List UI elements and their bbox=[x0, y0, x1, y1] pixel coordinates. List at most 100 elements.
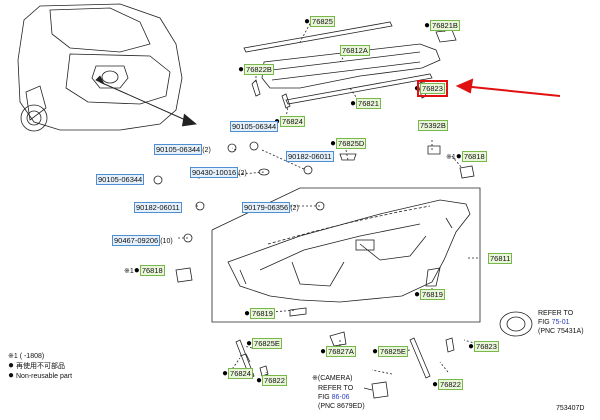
part-label-76818-left[interactable]: ※1●76818 bbox=[124, 264, 165, 277]
part-label-76819-right[interactable]: ●76819 bbox=[414, 288, 445, 300]
quantity: (2) bbox=[238, 170, 247, 177]
quantity: (2) bbox=[290, 205, 299, 212]
diagram-id: 753407D bbox=[556, 405, 585, 412]
bullet-icon: ● bbox=[330, 138, 337, 149]
fastener-number: 90182-06011 bbox=[286, 151, 334, 162]
bullet-icon: ● bbox=[246, 338, 253, 349]
fastener-label-b8[interactable]: 90467-09206(10) bbox=[112, 234, 173, 247]
fastener-number: 90179-06356 bbox=[242, 202, 291, 213]
bullet-icon: ● bbox=[424, 20, 431, 31]
highlight-arrow bbox=[455, 78, 561, 97]
fastener-number: 90105-06344 bbox=[230, 121, 279, 132]
part-number: 76822B bbox=[244, 64, 274, 75]
bullet-icon: ● bbox=[432, 379, 439, 390]
part-number: 75392B bbox=[418, 120, 448, 131]
part-number: 76822 bbox=[262, 375, 287, 386]
bullet-icon: ● bbox=[372, 346, 379, 357]
part-label-76818-right[interactable]: ※1●76818 bbox=[446, 150, 487, 163]
legend-text: 再使用不可部品 bbox=[16, 363, 65, 370]
part-number: 76824 bbox=[228, 368, 253, 379]
refer-note-fig-75: REFER TO FIG 75-01 (PNC 75431A) bbox=[538, 309, 584, 336]
part-label-76822-right[interactable]: ●76822 bbox=[432, 378, 463, 390]
part-label-76825e-right[interactable]: ●76825E bbox=[372, 345, 408, 357]
part-number: 76818 bbox=[461, 151, 487, 162]
refer-to-text: REFER TO bbox=[318, 385, 354, 392]
part-label-76823-highlighted[interactable]: ●76823 bbox=[414, 80, 448, 97]
back-door-garnish-panel bbox=[227, 199, 471, 303]
bullet-icon: ● bbox=[244, 308, 251, 319]
pnc-text: (PNC 8679ED) bbox=[318, 403, 365, 410]
part-number: 76827A bbox=[326, 346, 356, 357]
part-label-76824-top[interactable]: ●76824 bbox=[274, 115, 305, 127]
main-panel-frame bbox=[211, 187, 481, 323]
leader-lines bbox=[178, 19, 485, 381]
legend: ※1 ( -1808) ● 再使用不可部品 ● Non-reusable par… bbox=[8, 352, 72, 381]
part-number: 76825E bbox=[378, 346, 408, 357]
garnish-strips bbox=[243, 21, 457, 109]
bullet-icon: ● bbox=[256, 375, 263, 386]
fig-link[interactable]: 75-01 bbox=[551, 319, 570, 326]
fastener-number: 90105-06344 bbox=[154, 144, 203, 155]
part-label-76821[interactable]: ●76821 bbox=[350, 97, 381, 109]
part-label-76825e-left[interactable]: ●76825E bbox=[246, 337, 282, 349]
part-number: 76825 bbox=[310, 16, 335, 27]
part-label-76823-bottom[interactable]: ●76823 bbox=[468, 340, 499, 352]
camera-note: ※(CAMERA) bbox=[312, 375, 353, 382]
fastener-label-b5[interactable]: 90105-06344 bbox=[96, 173, 145, 185]
fastener-number: 90430-10016 bbox=[190, 167, 239, 178]
fastener-number: 90182-06011 bbox=[134, 202, 182, 213]
part-label-76812a[interactable]: 76812A bbox=[340, 44, 370, 56]
part-label-76825-top[interactable]: ●76825 bbox=[304, 15, 335, 27]
part-label-76824-bottom[interactable]: ●76824 bbox=[222, 367, 253, 379]
bullet-icon: ● bbox=[238, 64, 245, 75]
part-label-76825d[interactable]: ●76825D bbox=[330, 137, 367, 149]
part-number: 76818 bbox=[139, 265, 165, 276]
legend-star-range: ※1 ( -1808) bbox=[8, 353, 45, 360]
bullet-icon: ● bbox=[304, 16, 311, 27]
part-label-76822b[interactable]: ●76822B bbox=[238, 63, 274, 75]
part-label-76821b[interactable]: ●76821B bbox=[424, 19, 460, 31]
bullet-icon: ● bbox=[414, 83, 421, 94]
part-label-76811[interactable]: 76811 bbox=[488, 252, 513, 264]
star-note: ※1 bbox=[124, 268, 134, 275]
legend-nonreusable-jp: ● 再使用不可部品 bbox=[8, 361, 72, 371]
fig-prefix: FIG bbox=[318, 394, 332, 401]
part-number: 76811 bbox=[488, 253, 513, 264]
bullet-icon: ● bbox=[133, 265, 140, 276]
part-number: 76825D bbox=[336, 138, 367, 149]
part-label-75392b[interactable]: 75392B bbox=[418, 119, 448, 131]
star-note: ※1 bbox=[446, 154, 456, 161]
bullet-icon: ● bbox=[222, 368, 229, 379]
refer-to-text: REFER TO bbox=[538, 310, 574, 317]
fastener-label-b2[interactable]: 90105-06344(2) bbox=[154, 143, 211, 156]
part-number: 76819 bbox=[420, 289, 445, 300]
bullet-icon: ● bbox=[414, 289, 421, 300]
fastener-number: 90467-09206 bbox=[112, 235, 161, 246]
fastener-label-b4[interactable]: 90430-10016(2) bbox=[190, 166, 247, 179]
part-label-76822-left[interactable]: ●76822 bbox=[256, 374, 287, 386]
bullet-icon: ● bbox=[320, 346, 327, 357]
part-number: 76823 bbox=[474, 341, 499, 352]
pnc-text: (PNC 75431A) bbox=[538, 328, 584, 335]
part-label-76827a[interactable]: ●76827A bbox=[320, 345, 356, 357]
legend-nonreusable-en: ● Non-reusable part bbox=[8, 371, 72, 381]
bullet-icon: ● bbox=[8, 360, 15, 371]
part-number: 76824 bbox=[280, 116, 305, 127]
part-number: 76825E bbox=[252, 338, 282, 349]
part-number: 76823 bbox=[417, 80, 448, 97]
part-number: 76812A bbox=[340, 45, 370, 56]
fig-prefix: FIG bbox=[538, 319, 552, 326]
refer-fig-line: FIG 75-01 bbox=[538, 318, 584, 327]
fastener-number: 90105-06344 bbox=[96, 174, 145, 185]
part-number: 76819 bbox=[250, 308, 275, 319]
refer-fig-line: FIG 86-06 bbox=[318, 393, 365, 402]
fastener-label-b3[interactable]: 90182-06011 bbox=[286, 150, 334, 162]
legend-text: Non-reusable part bbox=[16, 373, 73, 380]
fastener-label-b7[interactable]: 90179-06356(2) bbox=[242, 201, 299, 214]
part-label-76819-left[interactable]: ●76819 bbox=[244, 307, 275, 319]
fastener-label-b6[interactable]: 90182-06011 bbox=[134, 201, 182, 213]
fig-link[interactable]: 86-06 bbox=[331, 394, 350, 401]
refer-note-fig-86: REFER TO FIG 86-06 (PNC 8679ED) bbox=[318, 384, 365, 411]
fastener-label-b1[interactable]: 90105-06344 bbox=[230, 120, 279, 132]
